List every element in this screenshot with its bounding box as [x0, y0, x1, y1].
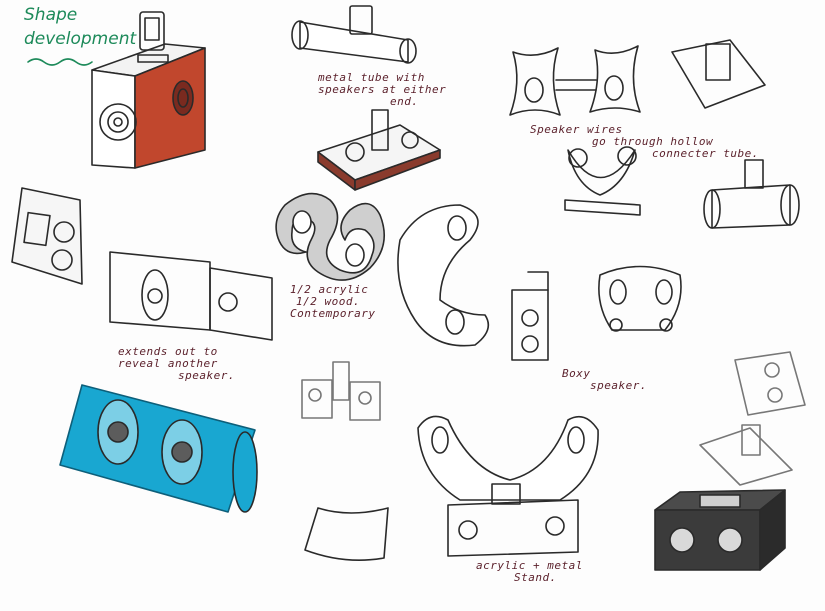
panel-speaker-sketch: [11, 187, 83, 285]
boxy-speaker-sketch: [511, 265, 682, 361]
note-line: speakers at either: [318, 83, 447, 96]
note-line: Stand.: [514, 571, 557, 584]
metal-stand-sketch: [417, 415, 599, 557]
title-text: Shape development: [24, 6, 136, 48]
note-line: 1/2 acrylic: [290, 283, 369, 296]
note-line: go through hollow: [592, 135, 714, 148]
note-line: 1/2 wood.: [296, 295, 361, 308]
note-line: end.: [390, 95, 419, 108]
note-line: extends out to: [118, 345, 218, 358]
dark-box-speaker-sketch: [654, 424, 793, 571]
grey-cube-sketch: [734, 351, 806, 416]
small-box-speakers-sketch: [301, 361, 381, 421]
note-metal-tube: metal tube with speakers at either end.: [318, 72, 446, 108]
title-line-1: Shape: [24, 5, 78, 25]
note-boxy: Boxy speaker.: [562, 368, 647, 392]
side-tube-sketch: [703, 159, 800, 229]
metal-tube-sketch: [291, 5, 417, 64]
note-line: metal tube with: [318, 71, 425, 84]
note-line: acrylic + metal: [476, 559, 583, 572]
curved-acrylic-sketch: [275, 192, 386, 281]
wood-base-sketch: [317, 109, 441, 191]
note-line: Contemporary: [290, 307, 376, 320]
note-line: speaker.: [590, 379, 647, 392]
note-line: reveal another: [118, 357, 218, 370]
note-speaker-wires: Speaker wires go through hollow connecte…: [530, 124, 759, 160]
title-squiggle: [27, 58, 93, 66]
curved-plate-sketch: [304, 507, 389, 562]
title-line-2: development: [24, 29, 137, 49]
cube-speaker-sketch: [91, 11, 206, 169]
note-acrylic-metal: acrylic + metal Stand.: [476, 560, 583, 584]
note-line: connecter tube.: [652, 147, 759, 160]
note-line: Speaker wires: [530, 123, 623, 136]
note-extends: extends out to reveal another speaker.: [118, 346, 235, 382]
c-shape-speaker-sketch: [397, 204, 490, 347]
hourglass-speakers-sketch: [509, 39, 766, 116]
face-speaker-sketch: [564, 146, 641, 216]
note-acrylic-wood: 1/2 acrylic 1/2 wood. Contemporary: [290, 284, 375, 320]
note-line: Boxy: [562, 367, 591, 380]
extending-speaker-sketch: [109, 251, 273, 341]
blue-cylinder-sketch: [59, 384, 258, 513]
note-line: speaker.: [178, 369, 235, 382]
